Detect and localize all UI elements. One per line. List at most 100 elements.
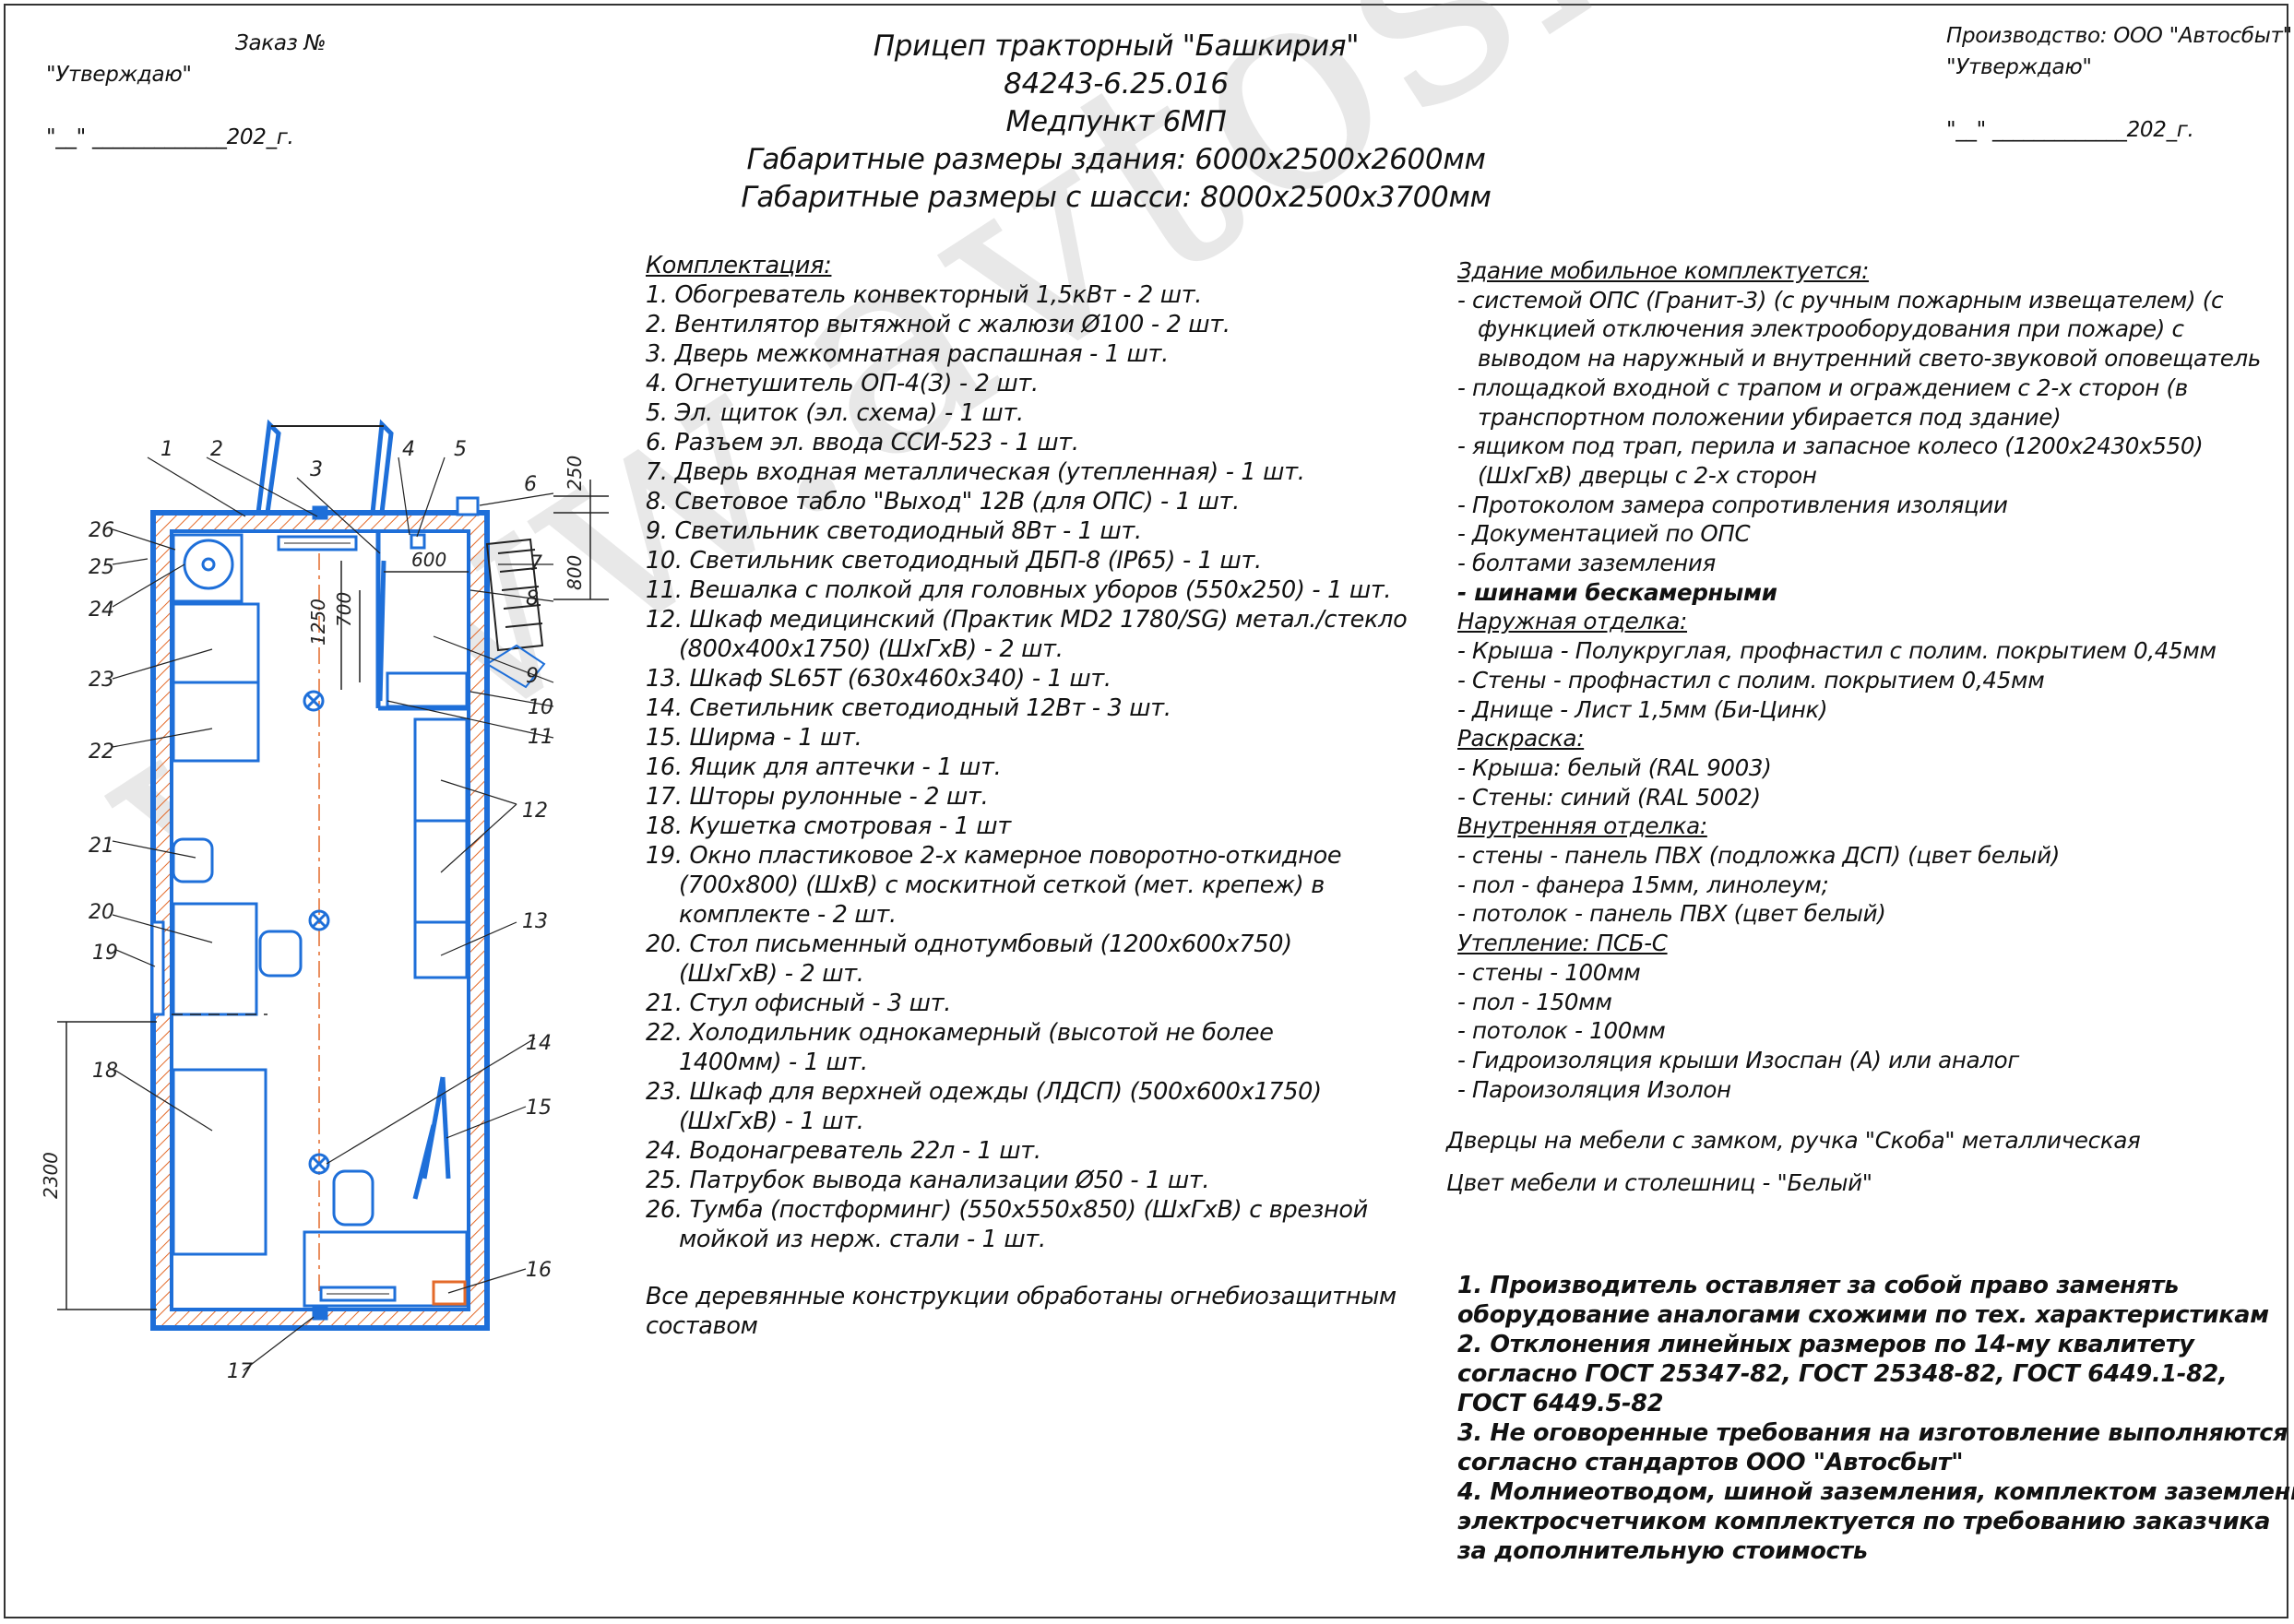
callout-22: 22	[89, 741, 114, 764]
equipment-item: 17. Шторы рулонные - 2 шт.	[646, 783, 989, 811]
callout-3: 3	[310, 458, 323, 481]
panel-5	[410, 533, 426, 550]
paint-heading: Раскраска:	[1457, 725, 1585, 753]
callout-10: 10	[528, 696, 553, 719]
equipment-item: 9. Светильник светодиодный 8Вт - 1 шт.	[646, 517, 1142, 545]
note-line: 3. Не оговоренные требования на изготовл…	[1457, 1419, 2288, 1447]
equipment-heading: Комплектация:	[646, 252, 832, 279]
dim-250: 250	[564, 456, 586, 491]
callout-4: 4	[402, 438, 415, 461]
callout-23: 23	[89, 669, 114, 692]
dim-700: 700	[333, 592, 355, 627]
dim-800: 800	[564, 555, 586, 590]
porch-steps	[485, 538, 546, 689]
title-line-1: Прицеп тракторный "Башкирия"	[873, 30, 1360, 63]
note-line: 4. Молниеотводом, шиной заземления, комп…	[1457, 1478, 2294, 1506]
furniture-color-note: Цвет мебели и столешниц - "Белый"	[1446, 1169, 1872, 1197]
treatment-note-2: составом	[646, 1312, 758, 1340]
equipment-item: (700х800) (ШхВ) с москитной сеткой (мет.…	[679, 871, 1325, 899]
callout-24: 24	[89, 599, 114, 622]
note-line: 1. Производитель оставляет за собой прав…	[1457, 1272, 2180, 1299]
callout-12: 12	[522, 800, 548, 823]
entrance-door	[256, 419, 394, 514]
building-line: - Протоколом замера сопротивления изоляц…	[1457, 491, 2008, 518]
lights	[303, 690, 330, 1175]
equipment-item: 19. Окно пластиковое 2-х камерное поворо…	[646, 842, 1342, 870]
notes-block: 1. Производитель оставляет за собой прав…	[1457, 1271, 2294, 1566]
partition	[375, 531, 469, 711]
approve-date-left: "__" _____________202_г.	[46, 125, 294, 149]
insulation-heading: Утепление: ПСБ-С	[1457, 930, 1668, 957]
interior-line: - пол - фанера 15мм, линолеум;	[1457, 871, 1829, 898]
equipment-item: 13. Шкаф SL65T (630х460х340) - 1 шт.	[646, 665, 1111, 693]
insulation-line: - Гидроизоляция крыши Изоспан (А) или ан…	[1457, 1046, 2019, 1073]
equipment-item: 23. Шкаф для верхней одежды (ЛДСП) (500х…	[646, 1078, 1322, 1106]
building-line: - ящиком под трап, перила и запасное кол…	[1457, 433, 2204, 460]
equipment-item: комплекте - 2 шт.	[679, 901, 897, 929]
interior-line: - потолок - панель ПВХ (цвет белый)	[1457, 900, 1886, 928]
paint-line: - Стены: синий (RAL 5002)	[1457, 783, 1761, 811]
callout-14: 14	[526, 1032, 552, 1055]
interior-heading: Внутренняя отделка:	[1457, 812, 1707, 840]
equipment-item: 4. Огнетушитель ОП-4(З) - 2 шт.	[646, 370, 1039, 397]
equipment-item: 6. Разъем эл. ввода ССИ-523 - 1 шт.	[646, 429, 1079, 456]
title-line-5: Габаритные размеры с шасси: 8000х2500х37…	[741, 181, 1492, 214]
note-line: оборудование аналогами схожими по тех. х…	[1457, 1301, 2269, 1329]
cabinet-12a	[413, 717, 469, 823]
leader-lines	[112, 456, 554, 1371]
insulation-line: - стены - 100мм	[1457, 958, 1641, 986]
equipment-item: 25. Патрубок вывода канализации Ø50 - 1 …	[646, 1167, 1210, 1194]
building-line: функцией отключения электрооборудования …	[1478, 315, 2184, 343]
equipment-item: 22. Холодильник однокамерный (высотой не…	[646, 1019, 1274, 1047]
callout-1: 1	[160, 438, 173, 461]
dim-1250: 1250	[307, 599, 329, 646]
approve-date-right: "__" _____________202_г.	[1946, 118, 2194, 142]
vent-bottom	[312, 1306, 328, 1321]
callout-26: 26	[89, 519, 114, 542]
callout-18: 18	[92, 1060, 118, 1083]
equipment-item: 8. Световое табло "Выход" 12В (для ОПС) …	[646, 488, 1240, 516]
building-spec: Здание мобильное комплектуется: - систем…	[1446, 256, 2269, 1198]
callout-2: 2	[210, 438, 223, 461]
cabinet-12b	[413, 819, 469, 924]
equipment-item: 12. Шкаф медицинский (Практик MD2 1780/S…	[646, 606, 1408, 634]
sink-icon	[183, 539, 234, 590]
fridge	[172, 681, 260, 763]
furniture-doors-note: Дверцы на мебели с замком, ручка "Скоба"…	[1446, 1127, 2141, 1155]
exterior-line: - Крыша - Полукруглая, профнастил с поли…	[1457, 637, 2217, 665]
exterior-line: - Днище - Лист 1,5мм (Би-Цинк)	[1457, 695, 1828, 723]
title-line-4: Габаритные размеры здания: 6000х2500х260…	[746, 143, 1486, 176]
equipment-item: 24. Водонагреватель 22л - 1 шт.	[646, 1137, 1041, 1165]
furniture	[150, 496, 480, 1321]
order-number-label: Заказ №	[235, 31, 327, 55]
equipment-item: 7. Дверь входная металлическая (утепленн…	[646, 458, 1305, 486]
approve-label-left: "Утверждаю"	[46, 63, 192, 87]
title-line-3: Медпункт 6МП	[1005, 105, 1227, 138]
drawing-frame	[4, 4, 2288, 1618]
insulation-line: - Пароизоляция Изолон	[1457, 1075, 1731, 1103]
callout-8: 8	[526, 587, 539, 610]
note-line: согласно стандартов ООО "Автосбыт"	[1457, 1449, 1964, 1476]
equipment-item: 15. Ширма - 1 шт.	[646, 724, 862, 752]
equipment-item: (ШхГхВ) - 1 шт.	[679, 1108, 864, 1135]
note-line: за дополнительную стоимость	[1457, 1537, 1868, 1565]
note-line: согласно ГОСТ 25347-82, ГОСТ 25348-82, Г…	[1457, 1360, 2228, 1388]
equipment-item: 20. Стол письменный однотумбовый (1200х6…	[646, 931, 1292, 958]
paint-line: - Крыша: белый (RAL 9003)	[1457, 753, 1772, 781]
equipment-item: 5. Эл. щиток (эл. схема) - 1 шт.	[646, 399, 1024, 427]
building-line: - системой ОПС (Гранит-3) (с ручным пожа…	[1457, 286, 2224, 314]
equipment-item: 18. Кушетка смотровая - 1 шт	[646, 812, 1011, 840]
screen	[412, 1076, 451, 1200]
equipment-item: мойкой из нерж. стали - 1 шт.	[679, 1226, 1046, 1253]
approval-block-left: Заказ № "Утверждаю" "__" _____________20…	[46, 28, 360, 153]
equipment-item: (800х400х1750) (ШхГхВ) - 2 шт.	[679, 635, 1064, 663]
equipment-item: 11. Вешалка с полкой для головных уборов…	[646, 576, 1392, 604]
water-heater	[332, 1169, 374, 1227]
equipment-item: 2. Вентилятор вытяжной с жалюзи Ø100 - 2…	[646, 311, 1230, 338]
callout-17: 17	[227, 1360, 253, 1383]
callout-15: 15	[526, 1096, 552, 1120]
equipment-item: 3. Дверь межкомнатная распашная - 1 шт.	[646, 340, 1169, 368]
callout-5: 5	[454, 438, 467, 461]
building-line: выводом на наружный и внутренний свето-з…	[1478, 345, 2262, 373]
